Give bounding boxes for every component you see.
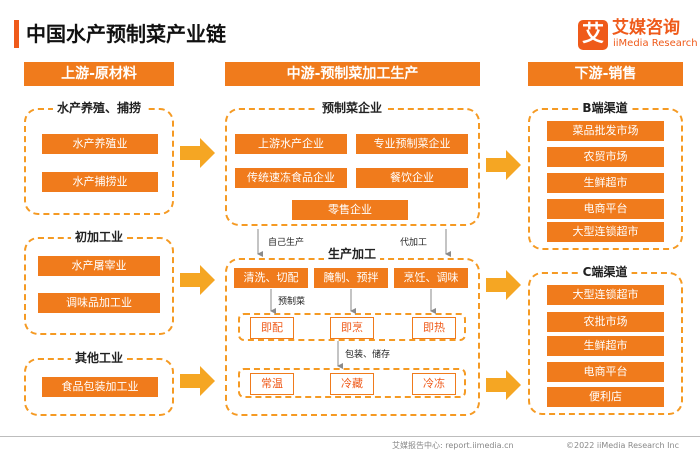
- flow-arrow-icon: [180, 265, 215, 295]
- product-type: 即配: [250, 317, 294, 339]
- product-type-group: [238, 313, 466, 341]
- midstream-header: 中游-预制菜加工生产: [225, 62, 480, 86]
- outsourced-label: 代加工: [400, 238, 428, 248]
- page-title: 中国水产预制菜产业链: [26, 22, 226, 46]
- group-label: 初加工业: [70, 229, 128, 245]
- b-channel-item: 菜品批发市场: [547, 121, 664, 141]
- c-channel-item: 生鲜超市: [547, 336, 664, 356]
- group-label: 预制菜企业: [317, 100, 387, 116]
- c-channel-item: 大型连锁超市: [547, 285, 664, 305]
- b-channel-item: 电商平台: [547, 199, 664, 219]
- title-accent-bar: [14, 20, 19, 48]
- upstream-header: 上游-原材料: [24, 62, 174, 86]
- group-label: B端渠道: [578, 100, 632, 116]
- enterprise-item: 零售企业: [292, 200, 408, 220]
- flow-arrow-icon: [486, 270, 521, 300]
- storage-type: 常温: [250, 373, 294, 395]
- product-type: 即热: [412, 317, 456, 339]
- group-label: 其他工业: [70, 350, 128, 366]
- flow-arrow-icon: [486, 370, 521, 400]
- enterprise-item: 上游水产企业: [235, 134, 347, 154]
- logo-name-cn: 艾媒咨询: [612, 18, 680, 38]
- storage-type: 冷冻: [412, 373, 456, 395]
- b-channel-item: 大型连锁超市: [547, 222, 664, 242]
- upstream-item: 调味品加工业: [38, 293, 160, 313]
- enterprise-item: 专业预制菜企业: [356, 134, 468, 154]
- footer-source: 艾媒报告中心: report.iimedia.cn: [392, 441, 514, 450]
- self-production-label: 自己生产: [268, 238, 305, 248]
- footer-divider: [0, 436, 700, 437]
- c-channel-item: 农批市场: [547, 312, 664, 332]
- product-type: 即烹: [330, 317, 374, 339]
- upstream-item: 水产捕捞业: [42, 172, 158, 192]
- prepared-dish-label: 预制菜: [278, 297, 306, 307]
- packaging-label: 包装、储存: [345, 350, 391, 360]
- process-step: 清洗、切配: [234, 268, 308, 288]
- logo-mark: 艾: [578, 20, 608, 50]
- flow-arrow-icon: [486, 150, 521, 180]
- process-step: 烹饪、调味: [394, 268, 468, 288]
- process-step: 腌制、预拌: [314, 268, 388, 288]
- flow-arrow-icon: [180, 366, 215, 396]
- c-channel-item: 便利店: [547, 387, 664, 407]
- c-channel-item: 电商平台: [547, 362, 664, 382]
- upstream-item: 水产养殖业: [42, 134, 158, 154]
- upstream-item: 水产屠宰业: [38, 256, 160, 276]
- storage-type: 冷藏: [330, 373, 374, 395]
- enterprise-item: 传统速冻食品企业: [235, 168, 347, 188]
- group-label: 生产加工: [323, 246, 381, 262]
- enterprise-item: 餐饮企业: [356, 168, 468, 188]
- flow-arrow-icon: [180, 138, 215, 168]
- group-label: C端渠道: [578, 264, 632, 280]
- storage-group: [238, 368, 466, 398]
- footer-copyright: ©2022 iiMedia Research Inc: [566, 441, 679, 450]
- logo-name-en: iiMedia Research: [613, 38, 698, 49]
- downstream-header: 下游-销售: [528, 62, 683, 86]
- group-label: 水产养殖、捕捞: [52, 100, 146, 116]
- b-channel-item: 生鲜超市: [547, 173, 664, 193]
- upstream-item: 食品包装加工业: [42, 377, 158, 397]
- b-channel-item: 农贸市场: [547, 147, 664, 167]
